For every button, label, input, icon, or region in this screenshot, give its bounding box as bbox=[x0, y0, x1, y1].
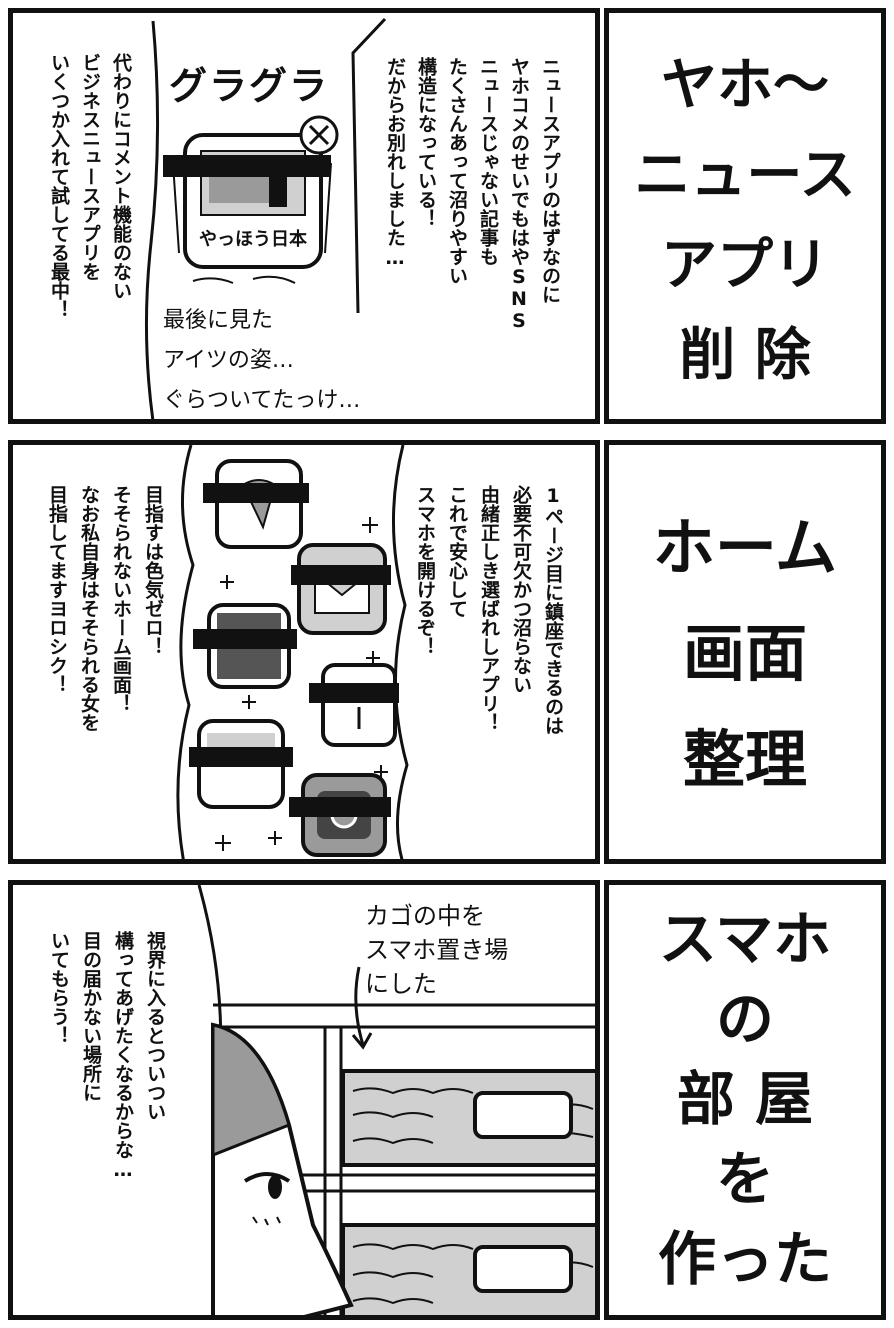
basket bbox=[341, 1069, 595, 1167]
panel-row2-main: 1ページ目に鎮座できるのは 必要不可欠かつ沼らない 由緒正しき選ばれしアプリ！ … bbox=[8, 440, 600, 864]
sfx-guragura: グラグラ bbox=[169, 64, 330, 108]
close-icon bbox=[299, 115, 339, 155]
sparkle-icons bbox=[215, 517, 388, 851]
character-face bbox=[211, 1022, 354, 1315]
caption-last-seen: 最後に見た アイツの姿… ぐらついてたっけ… bbox=[163, 308, 361, 413]
app-label: やっほう日本 bbox=[199, 229, 307, 250]
panel-row3-main: カゴの中を スマホ置き場 にした 視界に入るとついつい 構ってあげたくなるからな… bbox=[8, 880, 600, 1320]
panel-row1-main: グラグラ やっほう日本 最後に見た アイツの姿… ぐらついてたっけ… ニュースア… bbox=[8, 8, 600, 424]
censor-bar bbox=[163, 155, 331, 177]
side-text: 目指すは色気ゼロ！ そそられないホーム画面！ なお私自身はそそられる女を 目指し… bbox=[46, 485, 164, 732]
censor-bar bbox=[193, 629, 297, 649]
panel-row1-title: ヤホ〜 ニュース アプリ 削 除 bbox=[604, 8, 886, 424]
side-text: 代わりにコメント機能のない ビジネスニュースアプリを いくつか入れて試してる最中… bbox=[48, 53, 132, 319]
censor-bar bbox=[309, 683, 399, 703]
panel-row3-art bbox=[197, 885, 595, 1315]
censor-bar bbox=[189, 747, 293, 767]
censor-bar bbox=[203, 483, 309, 503]
narration-text: ニュースアプリのはずなのに ヤホコメのせいでもはやSNS ニュースじゃない記事も… bbox=[384, 57, 561, 332]
title-yahoo-news-delete: ヤホ〜 ニュース アプリ 削 除 bbox=[634, 53, 856, 388]
home-screen-icons bbox=[197, 459, 397, 857]
panel-row2-title: ホーム 画面 整理 bbox=[604, 440, 886, 864]
censor-bar bbox=[289, 797, 391, 817]
caption-basket: カゴの中を スマホ置き場 にした bbox=[365, 902, 509, 998]
title-smartphone-room: スマホ の 部 屋 を 作った bbox=[657, 905, 832, 1293]
censor-bar bbox=[291, 565, 391, 585]
speech-text: 視界に入るとついつい 構ってあげたくなるからな… 目の届かない場所に いてもらう… bbox=[48, 931, 166, 1181]
narration-text: 1ページ目に鎮座できるのは 必要不可欠かつ沼らない 由緒正しき選ばれしアプリ！ … bbox=[414, 485, 564, 735]
title-home-screen-tidy: ホーム 画面 整理 bbox=[652, 511, 838, 796]
panel-row3-title: スマホ の 部 屋 を 作った bbox=[604, 880, 886, 1320]
basket bbox=[341, 1223, 595, 1315]
